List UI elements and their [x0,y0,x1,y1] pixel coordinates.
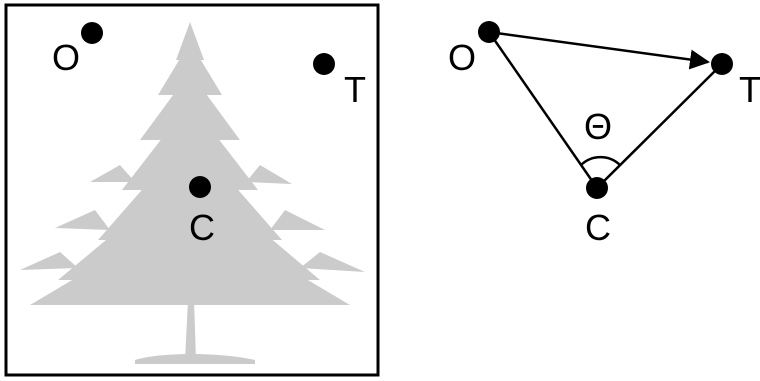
edge-o-t-arrow [488,30,710,70]
point-o-right [478,21,500,43]
angle-arc [580,155,621,166]
point-o-left [81,22,103,44]
label-c-left: C [189,207,215,248]
label-c-right: C [585,207,611,248]
label-t-right: T [739,69,760,110]
edge-c-t [596,63,723,189]
right-panel: Θ O T C [448,21,760,248]
angle-label: Θ [584,106,612,147]
label-t-left: T [344,69,366,110]
label-o-right: O [448,37,476,78]
point-t-right [711,53,733,75]
left-panel: O T C [4,3,380,377]
label-o-left: O [52,37,80,78]
edge-o-c [487,31,599,189]
point-c-right [586,177,608,199]
point-c-left [189,176,211,198]
point-t-left [313,53,335,75]
